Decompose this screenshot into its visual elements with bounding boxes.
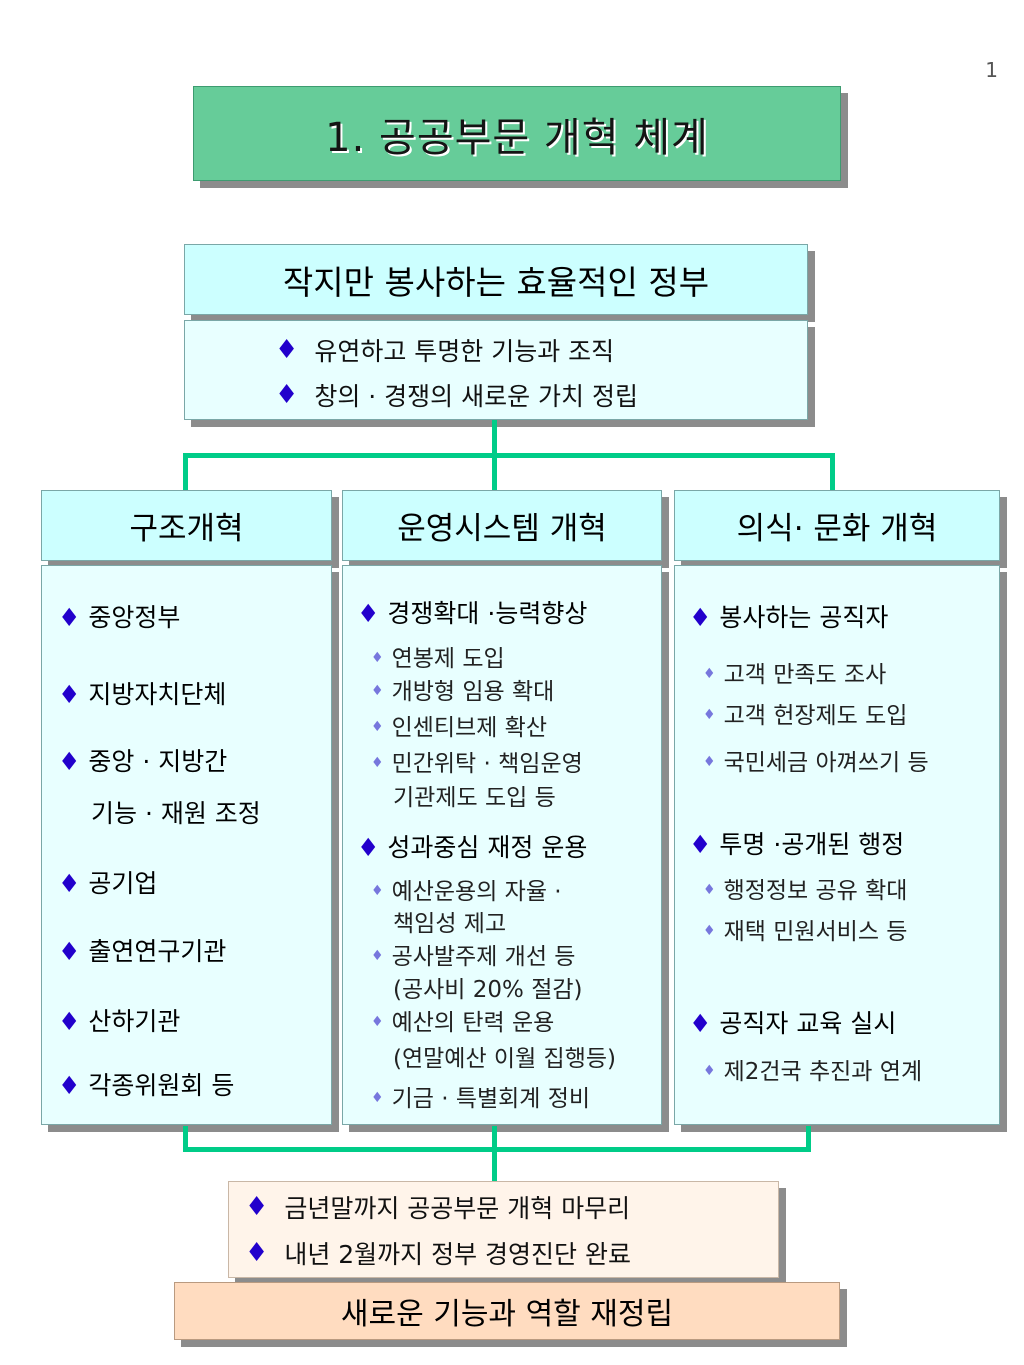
list-item: ♦출연연구기관 <box>58 937 227 966</box>
column-heading-structure: 구조개혁 <box>41 490 332 561</box>
diamond-bullet-icon: ♦ <box>58 1071 81 1100</box>
small-diamond-icon: ♦ <box>371 650 384 666</box>
connector-line <box>492 1126 497 1181</box>
goal-bullet: ♦ 유연하고 투명한 기능과 조직 <box>185 327 807 372</box>
list-item: ♦공기업 <box>58 869 158 898</box>
connector-line <box>183 1126 188 1152</box>
small-diamond-icon: ♦ <box>703 707 716 723</box>
result-box: ♦금년말까지 공공부문 개혁 마무리 ♦내년 2월까지 정부 경영진단 완료 <box>228 1181 779 1278</box>
sub-item: ♦공사발주제 개선 등 <box>371 944 576 970</box>
diamond-bullet-icon: ♦ <box>689 1009 712 1038</box>
sub-item: ♦재택 민원서비스 등 <box>703 919 908 945</box>
connector-line <box>492 453 497 490</box>
list-item: ♦지방자치단체 <box>58 680 227 709</box>
column-heading-culture: 의식· 문화 개혁 <box>674 490 1000 561</box>
small-diamond-icon: ♦ <box>703 754 716 770</box>
connector-line <box>183 453 188 490</box>
goal-bullet: ♦ 창의 · 경쟁의 새로운 가치 정립 <box>185 372 807 417</box>
group-title: ♦경쟁확대 ·능력향상 <box>357 599 588 628</box>
final-goal-box: 새로운 기능과 역할 재정립 <box>174 1282 840 1340</box>
diamond-bullet-icon: ♦ <box>58 747 81 776</box>
diamond-bullet-icon: ♦ <box>357 599 380 628</box>
goal-heading: 작지만 봉사하는 효율적인 정부 <box>184 244 808 315</box>
diamond-bullet-icon: ♦ <box>58 680 81 709</box>
diamond-bullet-icon: ♦ <box>245 1238 269 1268</box>
page-title: 1. 공공부문 개혁 체계 <box>193 86 841 181</box>
sub-item: ♦행정정보 공유 확대 <box>703 878 908 904</box>
sub-item: ♦인센티브제 확산 <box>371 715 547 741</box>
small-diamond-icon: ♦ <box>371 683 384 699</box>
small-diamond-icon: ♦ <box>703 666 716 682</box>
column-heading-operation: 운영시스템 개혁 <box>342 490 662 561</box>
small-diamond-icon: ♦ <box>371 755 384 771</box>
sub-item: ♦고객 헌장제도 도입 <box>703 703 908 729</box>
connector-line <box>830 453 835 490</box>
diamond-bullet-icon: ♦ <box>245 1192 269 1222</box>
sub-item: ♦고객 만족도 조사 <box>703 662 887 688</box>
column-body-structure: ♦중앙정부 ♦지방자치단체 ♦중앙 · 지방간 기능 · 재원 조정 ♦공기업 … <box>41 565 332 1125</box>
sub-item: ♦개방형 임용 확대 <box>371 679 555 705</box>
small-diamond-icon: ♦ <box>703 923 716 939</box>
page-number: 1 <box>985 58 998 82</box>
sub-item: ♦예산의 탄력 운용 <box>371 1010 555 1036</box>
small-diamond-icon: ♦ <box>371 719 384 735</box>
group-title: ♦성과중심 재정 운용 <box>357 833 588 862</box>
diamond-bullet-icon: ♦ <box>58 603 81 632</box>
connector-line <box>183 1147 811 1152</box>
small-diamond-icon: ♦ <box>371 883 384 899</box>
sub-item-continuation: 기관제도 도입 등 <box>393 785 556 811</box>
small-diamond-icon: ♦ <box>371 948 384 964</box>
result-bullet: ♦내년 2월까지 정부 경영진단 완료 <box>245 1238 632 1269</box>
small-diamond-icon: ♦ <box>371 1090 384 1106</box>
sub-item: ♦연봉제 도입 <box>371 646 505 672</box>
small-diamond-icon: ♦ <box>703 882 716 898</box>
small-diamond-icon: ♦ <box>703 1063 716 1079</box>
sub-item: ♦국민세금 아껴쓰기 등 <box>703 750 929 776</box>
diamond-bullet-icon: ♦ <box>357 833 380 862</box>
sub-item: ♦제2건국 추진과 연계 <box>703 1059 923 1085</box>
sub-item-continuation: (공사비 20% 절감) <box>393 977 583 1003</box>
column-body-culture: ♦봉사하는 공직자 ♦고객 만족도 조사 ♦고객 헌장제도 도입 ♦국민세금 아… <box>674 565 1000 1125</box>
connector-line <box>806 1126 811 1152</box>
list-item: ♦각종위원회 등 <box>58 1071 235 1100</box>
goal-bullet-text: 창의 · 경쟁의 새로운 가치 정립 <box>314 381 638 411</box>
list-item: ♦중앙정부 <box>58 603 181 632</box>
group-title: ♦공직자 교육 실시 <box>689 1009 897 1038</box>
small-diamond-icon: ♦ <box>371 1014 384 1030</box>
sub-item-continuation: (연말예산 이월 집행등) <box>393 1046 617 1072</box>
list-item: ♦중앙 · 지방간 <box>58 747 228 776</box>
list-item-continuation: 기능 · 재원 조정 <box>91 799 261 828</box>
connector-line <box>183 453 835 458</box>
goal-body: ♦ 유연하고 투명한 기능과 조직 ♦ 창의 · 경쟁의 새로운 가치 정립 <box>184 320 808 420</box>
diamond-bullet-icon: ♦ <box>275 379 299 410</box>
diamond-bullet-icon: ♦ <box>58 1007 81 1036</box>
result-bullet: ♦금년말까지 공공부문 개혁 마무리 <box>245 1192 631 1223</box>
sub-item: ♦예산운용의 자율 · <box>371 879 562 905</box>
group-title: ♦봉사하는 공직자 <box>689 603 889 632</box>
connector-line <box>492 420 497 456</box>
column-body-operation: ♦경쟁확대 ·능력향상 ♦연봉제 도입 ♦개방형 임용 확대 ♦인센티브제 확산… <box>342 565 662 1125</box>
diamond-bullet-icon: ♦ <box>58 869 81 898</box>
sub-item-continuation: 책임성 제고 <box>393 911 507 937</box>
sub-item: ♦기금 · 특별회계 정비 <box>371 1086 591 1112</box>
goal-bullet-text: 유연하고 투명한 기능과 조직 <box>314 336 615 366</box>
diamond-bullet-icon: ♦ <box>275 334 299 365</box>
list-item: ♦산하기관 <box>58 1007 181 1036</box>
group-title: ♦투명 ·공개된 행정 <box>689 830 905 859</box>
diamond-bullet-icon: ♦ <box>689 830 712 859</box>
diamond-bullet-icon: ♦ <box>58 937 81 966</box>
sub-item: ♦민간위탁 · 책임운영 <box>371 751 583 777</box>
diamond-bullet-icon: ♦ <box>689 603 712 632</box>
